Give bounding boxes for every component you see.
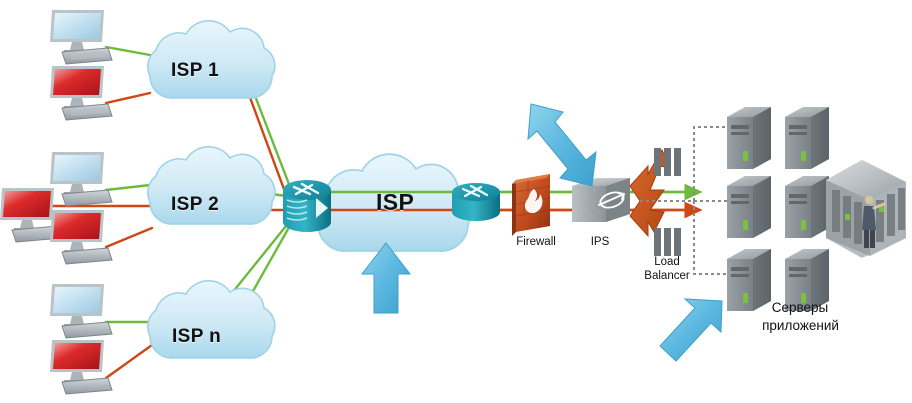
- load-balancer-bars-bottom: [654, 228, 681, 256]
- core-router: [452, 183, 500, 221]
- server-tower: [785, 176, 829, 238]
- servers-group-label-line2: приложений: [762, 318, 839, 333]
- cloud-isp-n: [147, 280, 276, 359]
- callout-arrow-isp-core: [360, 242, 412, 314]
- client-pc-3: [50, 152, 113, 207]
- server-tower: [727, 249, 771, 311]
- servers-group-label-line1: Серверы: [771, 300, 829, 315]
- dotted-branch-top: [693, 126, 760, 201]
- datacenter-room-icon: [826, 160, 906, 258]
- server-tower: [727, 176, 771, 238]
- load-balancer-label-line1: Load: [654, 256, 680, 268]
- callout-arrow-perimeter: [527, 103, 597, 187]
- firewall-icon: [512, 174, 551, 236]
- ips-icon: [572, 178, 630, 222]
- edge-router: [283, 180, 331, 232]
- client-pc-7-attacker: [50, 340, 113, 395]
- cloud-isp-2: [147, 146, 276, 225]
- firewall-label: Firewall: [516, 236, 556, 248]
- cloud-label-isp-n: ISP n: [172, 326, 222, 347]
- cloud-isp-1: [147, 20, 276, 99]
- load-balancer-icon: [629, 148, 681, 256]
- technician-figure: [862, 195, 886, 248]
- load-balancer-label-line2: Balancer: [644, 270, 690, 282]
- isp-to-edge-links: [226, 86, 294, 302]
- server-tower: [727, 107, 771, 169]
- client-pc-4-attacker: [0, 188, 63, 243]
- client-pc-5-attacker: [50, 210, 113, 265]
- client-pc-1: [50, 10, 113, 65]
- server-tower-group: [727, 107, 829, 311]
- cloud-label-isp-core: ISP: [376, 189, 415, 215]
- cloud-label-isp-1: ISP 1: [171, 60, 220, 81]
- server-tower: [785, 107, 829, 169]
- client-pc-2-attacker: [50, 66, 113, 121]
- server-tower: [785, 249, 829, 311]
- client-pc-6: [50, 284, 113, 339]
- cloud-label-isp-2: ISP 2: [171, 194, 220, 215]
- load-balancer-bars-top: [654, 148, 681, 176]
- ips-label: IPS: [590, 236, 610, 248]
- cloud-isp-core: [314, 153, 473, 252]
- callout-arrow-servers: [659, 298, 723, 362]
